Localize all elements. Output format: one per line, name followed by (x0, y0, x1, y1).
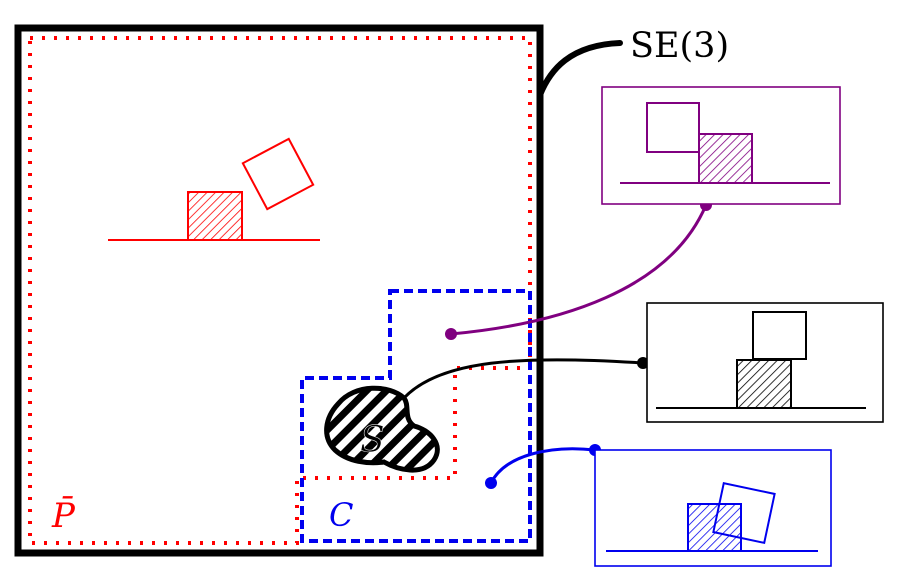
c-label: C (329, 496, 353, 534)
p-bar-label: P̄ (51, 495, 76, 536)
purple-dot-start (445, 328, 457, 340)
blue-open-box (712, 481, 776, 545)
black-inset (646, 302, 884, 423)
s-blob (324, 385, 440, 473)
purple-inset (601, 86, 841, 205)
purple-hatched-box (698, 133, 753, 184)
black-dot-end (637, 357, 649, 369)
purple-open-box (646, 102, 700, 153)
se3-label: SE(3) (630, 26, 729, 66)
c-region (300, 289, 532, 543)
p-bar-region (28, 36, 532, 545)
red-open-box (241, 137, 315, 211)
se3-leader-line (537, 40, 623, 98)
red-hatched-box (187, 191, 243, 241)
se3-frame (14, 24, 544, 557)
blue-dot-start (485, 477, 497, 489)
black-open-box (752, 311, 807, 360)
red-sample-scene (108, 137, 320, 241)
black-connector (402, 358, 644, 400)
purple-connector (450, 204, 708, 336)
blue-inset (594, 449, 832, 567)
s-label: S (360, 420, 385, 461)
blue-connector (489, 447, 596, 484)
black-hatched-box (736, 359, 792, 409)
